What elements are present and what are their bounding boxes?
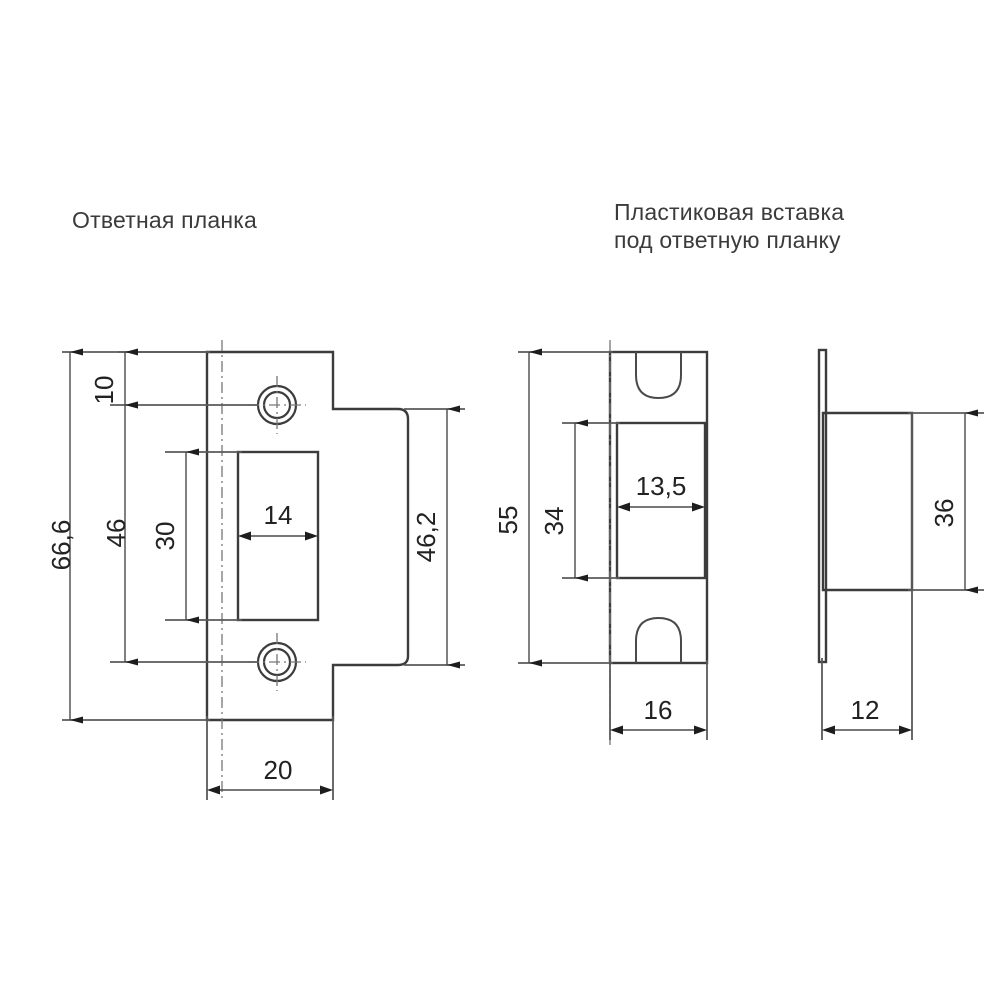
dimension-13-5: 13,5: [617, 471, 705, 512]
dimension-label-34: 34: [539, 507, 569, 536]
dimension-16: 16: [609, 660, 708, 740]
insert-side-body: [821, 411, 914, 592]
dimension-55: 55: [493, 348, 613, 667]
dimension-36: 36: [908, 409, 984, 594]
rounded-notch-icon: [635, 616, 682, 663]
title-plastic-insert-line1: Пластиковая вставка: [614, 199, 844, 225]
dimension-label-12: 12: [851, 695, 880, 725]
rounded-notch-icon: [635, 352, 682, 400]
dimension-label-46: 46: [101, 519, 131, 548]
dimension-label-14: 14: [264, 500, 293, 530]
dimension-label-46-2: 46,2: [411, 512, 441, 563]
title-plastic-insert-line2: под ответную планку: [614, 227, 841, 253]
dimension-34: 34: [539, 419, 620, 582]
insert-front-outline: [608, 350, 709, 665]
insert-front-window: [615, 421, 707, 580]
dimension-10: 10: [89, 348, 258, 409]
view-plastic-insert-front: 55 34 13,5 16: [493, 340, 709, 745]
dimension-label-55: 55: [493, 506, 523, 535]
dimension-label-36: 36: [929, 499, 959, 528]
dimension-label-66-6: 66,6: [46, 520, 76, 571]
dimension-label-20: 20: [264, 755, 293, 785]
view-strike-plate: 66,6 10 46 30 14: [46, 340, 465, 800]
dimension-20: 20: [206, 716, 334, 800]
title-strike-plate: Ответная планка: [72, 207, 257, 233]
dimension-label-30: 30: [150, 522, 180, 551]
strike-plate-outline: [205, 350, 410, 722]
dimension-46-2: 46,2: [404, 405, 465, 669]
dimension-label-10: 10: [89, 376, 119, 405]
dimension-12: 12: [821, 658, 912, 740]
dimension-14: 14: [238, 500, 318, 541]
dimension-46: 46: [101, 401, 258, 666]
dimension-label-16: 16: [644, 695, 673, 725]
view-plastic-insert-side: 36 12: [817, 348, 984, 740]
dimension-30: 30: [150, 448, 242, 624]
dimension-label-13-5: 13,5: [636, 471, 687, 501]
